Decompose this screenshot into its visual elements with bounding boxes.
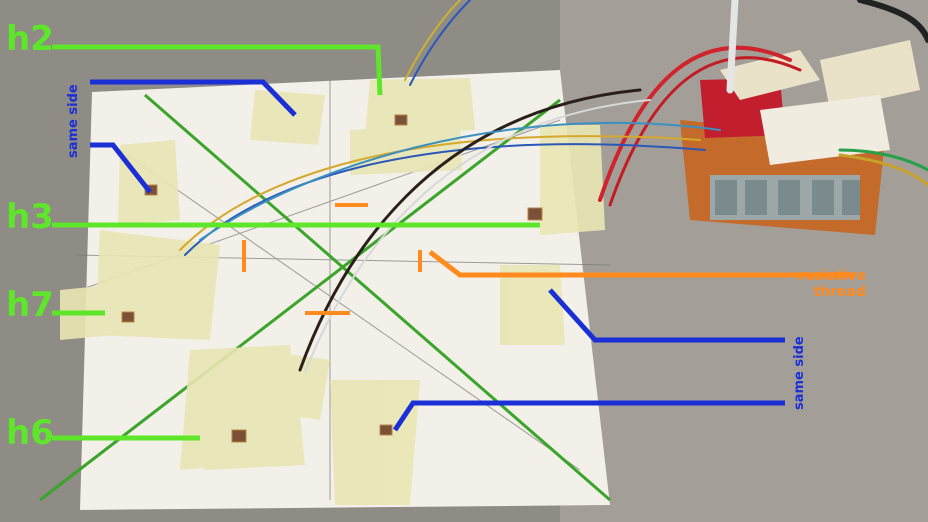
label-resistive-line1: resistive bbox=[798, 268, 866, 284]
same-side-pointer-right bbox=[548, 288, 785, 343]
label-same-side-left: same side bbox=[66, 84, 81, 158]
green-diagonals bbox=[39, 93, 611, 502]
annotation-lines bbox=[52, 44, 855, 441]
resistive-thread-pointer bbox=[428, 250, 855, 278]
label-h2: h2 bbox=[6, 19, 54, 59]
label-h6: h6 bbox=[6, 413, 54, 453]
label-h7: h7 bbox=[6, 285, 54, 325]
label-h3: h3 bbox=[6, 197, 54, 237]
label-same-side-right: same side bbox=[792, 336, 807, 410]
label-resistive-line2: thread bbox=[813, 284, 866, 300]
h2-pointer-line bbox=[52, 44, 383, 96]
same-side-pointer-bottom bbox=[392, 400, 785, 432]
same-side-pointer-left bbox=[90, 142, 152, 194]
resistive-thread-marks bbox=[242, 203, 422, 315]
same-side-pointer-top bbox=[90, 79, 297, 117]
breakout-board bbox=[680, 40, 920, 235]
label-resistive-thread: resistive thread bbox=[786, 268, 866, 300]
